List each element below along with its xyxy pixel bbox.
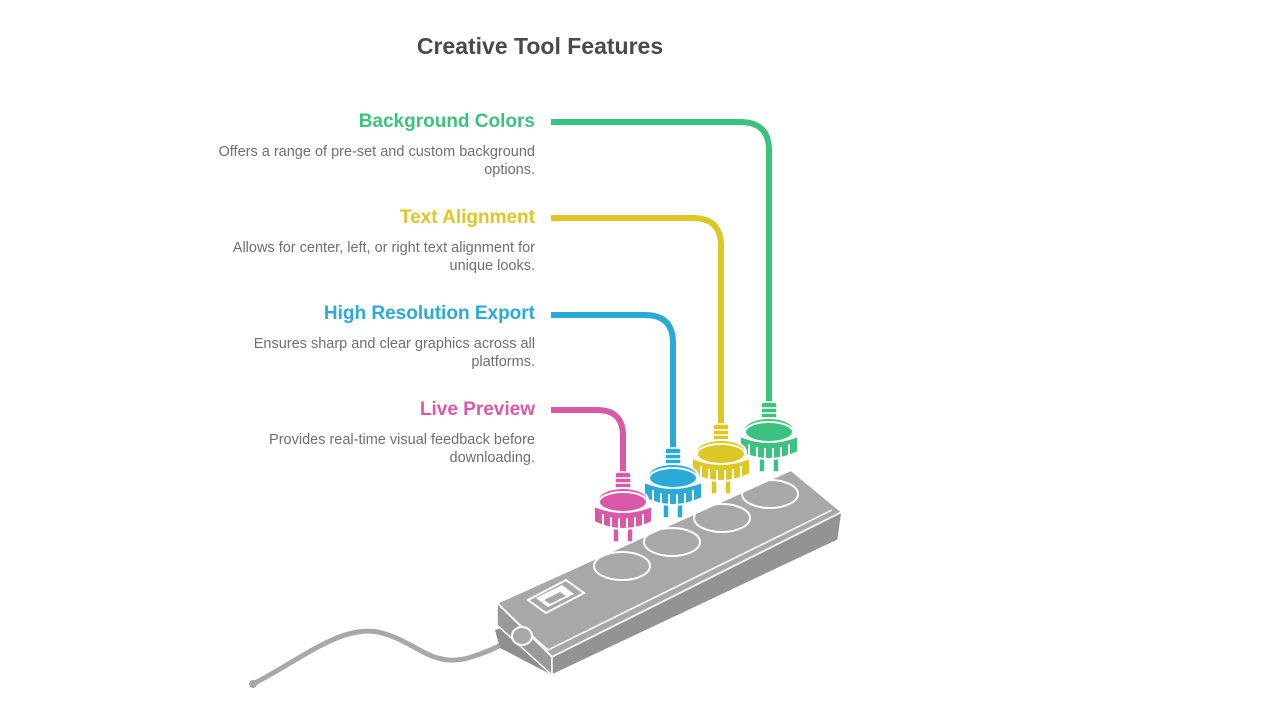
wire-live-preview — [551, 407, 626, 472]
feature-description: Provides real-time visual feedback befor… — [269, 432, 535, 466]
feature-live-preview: Live Preview Provides real-time visual f… — [215, 399, 535, 467]
power-switch-icon — [526, 578, 586, 615]
page-title: Creative Tool Features — [416, 33, 664, 59]
wire-high-resolution-export — [551, 312, 676, 448]
power-strip-icon — [495, 468, 844, 677]
feature-title: Background Colors — [358, 111, 535, 132]
feature-title: High Resolution Export — [323, 303, 535, 324]
feature-title: Text Alignment — [399, 207, 535, 228]
feature-high-resolution-export: High Resolution Export Ensures sharp and… — [215, 303, 535, 371]
feature-text-alignment: Text Alignment Allows for center, left, … — [215, 207, 535, 275]
feature-description: Ensures sharp and clear graphics across … — [253, 336, 535, 370]
power-cable-icon — [250, 628, 525, 687]
feature-description: Allows for center, left, or right text a… — [232, 240, 535, 274]
cable-end-icon — [249, 680, 257, 688]
wire-text-alignment — [551, 215, 724, 424]
wire-background-colors — [551, 119, 772, 402]
feature-background-colors: Background Colors Offers a range of pre-… — [215, 111, 536, 179]
feature-description: Offers a range of pre-set and custom bac… — [218, 144, 536, 178]
feature-title: Live Preview — [419, 399, 535, 420]
